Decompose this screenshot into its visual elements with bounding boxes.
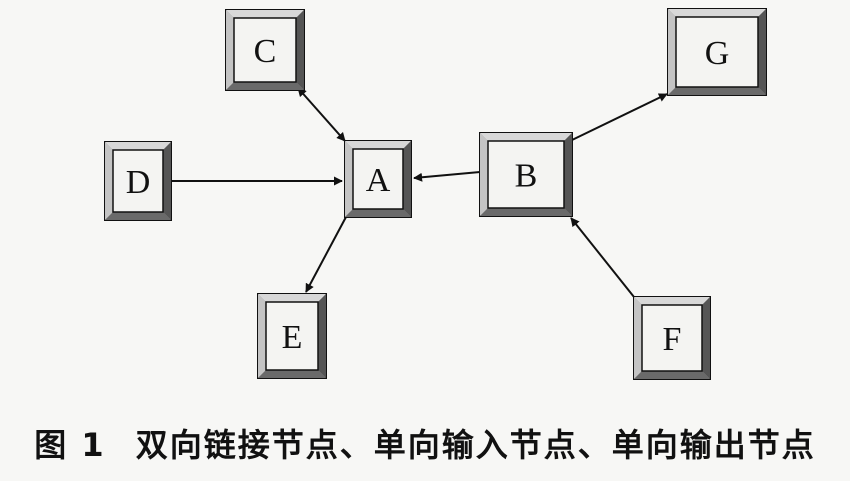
node-c: C [225,9,305,91]
node-a: A [344,140,412,218]
node-label-d: D [126,164,151,201]
figure-caption: 图 1 双向链接节点、单向输入节点、单向输出节点 [0,420,850,466]
node-label-b: B [515,158,538,195]
node-b: B [479,132,573,217]
edge-f-b [570,217,635,298]
edge-b-g [571,93,668,141]
edge-b-a [413,171,481,182]
node-label-a: A [366,162,391,199]
node-label-f: F [663,321,682,358]
node-diagram: A B C D E F G [104,8,767,380]
node-f: F [633,296,711,380]
node-g: G [667,8,767,96]
node-e: E [257,293,327,379]
edge-c-a [297,87,346,142]
caption-text: 双向链接节点、单向输入节点、单向输出节点 [135,426,816,464]
edges-layer [171,87,668,298]
node-label-c: C [254,33,277,70]
node-label-e: E [282,319,303,356]
nodes-layer: A B C D E F G [104,8,767,380]
node-d: D [104,141,172,221]
figure-number: 图 1 [34,426,106,464]
node-label-g: G [705,35,730,72]
edge-a-e [305,216,347,293]
